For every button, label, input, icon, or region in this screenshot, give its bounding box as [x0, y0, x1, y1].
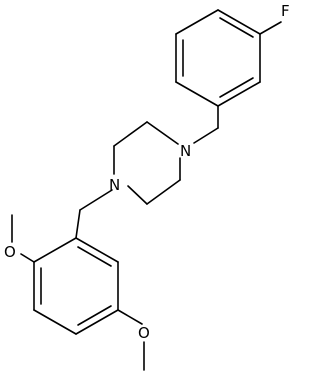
- bond: [79, 189, 113, 211]
- piperazine-ring: [113, 121, 181, 205]
- double-bond-inner: [219, 17, 254, 38]
- bond: [113, 121, 148, 147]
- dimethoxyphenyl-ring: [33, 237, 119, 335]
- bond: [146, 179, 181, 205]
- bond: [33, 237, 77, 263]
- bond-c-o: [117, 309, 143, 325]
- bond: [217, 81, 261, 107]
- bond: [175, 81, 219, 107]
- nitrogen-atom-label: N: [180, 142, 191, 160]
- fluorine-atom-label: F: [281, 2, 290, 20]
- fluorophenyl-ring: [175, 9, 261, 107]
- double-bond-inner: [219, 77, 254, 98]
- double-bond-inner: [77, 305, 112, 326]
- bond: [217, 9, 261, 35]
- bond: [75, 209, 81, 239]
- oxygen-atom-label: O: [4, 243, 16, 261]
- bond: [146, 121, 179, 145]
- nitrogen-atom-label: N: [109, 176, 120, 194]
- bond: [75, 309, 119, 335]
- double-bond-inner: [77, 246, 112, 267]
- bond: [193, 127, 219, 144]
- bond-c-f: [259, 21, 282, 35]
- molecule-structure-diagram: F N N O O: [4, 2, 290, 371]
- oxygen-atom-label: O: [138, 324, 150, 342]
- bond-c-o: [20, 253, 35, 263]
- bond: [175, 9, 219, 35]
- bond: [33, 309, 77, 335]
- bond: [75, 237, 119, 263]
- bond: [127, 185, 148, 205]
